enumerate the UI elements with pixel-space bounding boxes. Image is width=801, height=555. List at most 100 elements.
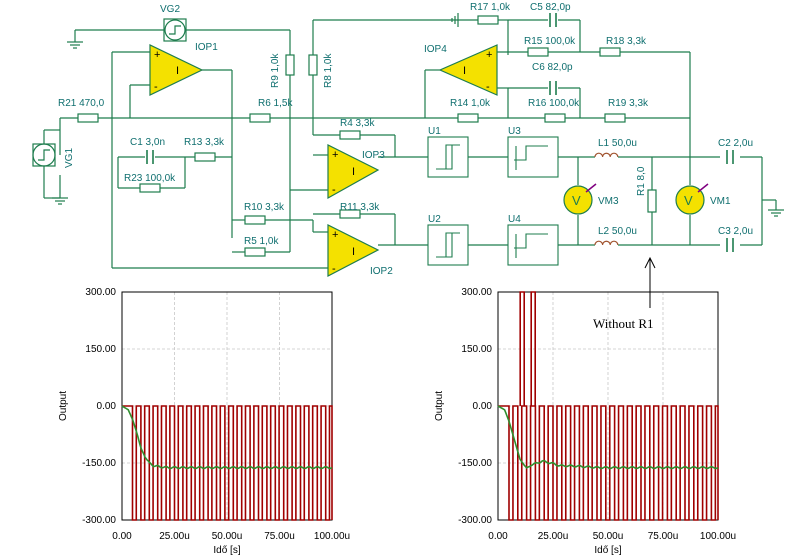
chart0-y-tick-label: -300.00 [82,515,116,526]
chart1-series-0-pulse [498,405,719,521]
label-c3: C3 2,0u [718,226,753,237]
label-iop4: IOP4 [424,44,447,55]
r18-resistor [599,47,621,57]
annotation-text: Without R1 [593,316,654,331]
chart0-x-tick-label: 25.00u [159,531,190,542]
ground-symbols [52,13,784,217]
label-r19: R19 3,3k [608,98,649,109]
label-r10: R10 3,3k [244,202,285,213]
chart1-spike [519,291,525,406]
chart0-y-axis-label: Output [58,391,69,421]
schematic-wires [59,19,777,269]
label-r11: R11 3,3k [340,202,380,213]
resistors [77,15,657,257]
chart0-x-tick-label: 0.00 [112,531,132,542]
svg-text:V: V [684,193,693,208]
svg-text:I: I [463,65,466,77]
svg-text:I: I [352,246,355,258]
r16-resistor [544,113,566,123]
svg-text:-: - [332,184,336,196]
svg-text:I: I [352,166,355,178]
label-r4: R4 3,3k [340,118,375,129]
label-c6: C6 82,0p [532,62,573,73]
chart1-x-tick-label: 50.00u [593,531,624,542]
l2-inductor [594,240,619,246]
capacitors [146,13,734,252]
label-l2: L2 50,0u [598,226,637,237]
ground-icon [451,13,459,27]
svg-text:+: + [332,229,338,241]
r8-resistor [308,54,318,76]
arrow-head-icon [644,256,656,269]
chart1-y-tick-label: 0.00 [473,401,493,412]
component-labels: VG2 IOP1 R9 1,0k R8 1,0k R17 1,0k C5 82,… [58,2,753,277]
chart0-y-tick-label: -150.00 [82,458,116,469]
chart1-y-tick-label: -150.00 [458,458,492,469]
svg-text:V: V [572,193,581,208]
label-r21: R21 470,0 [58,98,105,109]
label-c5: C5 82,0p [530,2,571,13]
chart1-x-tick-label: 75.00u [648,531,679,542]
r11-resistor [339,209,361,219]
chart0-x-tick-label: 75.00u [264,531,295,542]
label-iop2: IOP2 [370,266,393,277]
chart1-x-tick-label: 100.00u [700,531,736,542]
vm1-voltmeter-icon: V [675,183,709,215]
label-r18: R18 3,3k [606,36,647,47]
chart0-series-0-pulse [122,405,333,521]
label-r8: R8 1,0k [323,53,334,88]
svg-text:I: I [176,65,179,77]
r17-resistor [477,15,499,25]
label-u2: U2 [428,214,441,225]
r5-resistor [244,247,266,257]
chart0-y-tick-label: 0.00 [97,401,117,412]
iop1-opamp: + I - [149,44,204,96]
label-iop1: IOP1 [195,42,218,53]
r10-resistor [244,215,266,225]
label-r16: R16 100,0k [528,98,580,109]
r21-resistor [77,113,99,123]
svg-text:-: - [486,81,490,93]
label-l1: L1 50,0u [598,138,637,149]
label-r1: R1 8,0 [636,166,647,196]
op-amps: + I - + I - + I - + I - [149,44,498,277]
label-r15: R15 100,0k [524,36,576,47]
c5-capacitor [549,13,557,27]
chart1-x-tick-label: 25.00u [538,531,569,542]
label-u1: U1 [428,126,441,137]
label-vm1: VM1 [710,196,731,207]
chart0-x-tick-label: 100.00u [314,531,350,542]
u3-block [507,136,559,178]
label-c2: C2 2,0u [718,138,753,149]
c6-capacitor [549,81,557,95]
r19-resistor [604,113,626,123]
r14-resistor [457,113,479,123]
ground-icon [67,41,83,49]
svg-text:-: - [154,81,158,93]
chart1-y-axis-label: Output [434,391,445,421]
chart1-y-tick-label: -300.00 [458,515,492,526]
meters-and-sources: V V [32,18,709,215]
c1-capacitor [146,150,154,164]
inductors [594,152,619,246]
r13-resistor [194,152,216,162]
r1-resistor [647,189,657,213]
chart1-y-tick-label: 150.00 [461,344,492,355]
r6-resistor [249,113,271,123]
label-vg2: VG2 [160,4,180,15]
u1-block [427,136,469,178]
label-r9: R9 1,0k [270,53,281,88]
label-r6: R6 1,5k [258,98,293,109]
chart0-x-tick-label: 50.00u [212,531,243,542]
label-r23: R23 100,0k [124,173,176,184]
r15-resistor [527,47,549,57]
chart1-y-tick-label: 300.00 [461,287,492,298]
r4-resistor [339,130,361,140]
annotation: Without R1 [593,256,656,331]
chart1-spike [530,291,536,406]
label-r5: R5 1,0k [244,236,279,247]
label-r14: R14 1,0k [450,98,491,109]
